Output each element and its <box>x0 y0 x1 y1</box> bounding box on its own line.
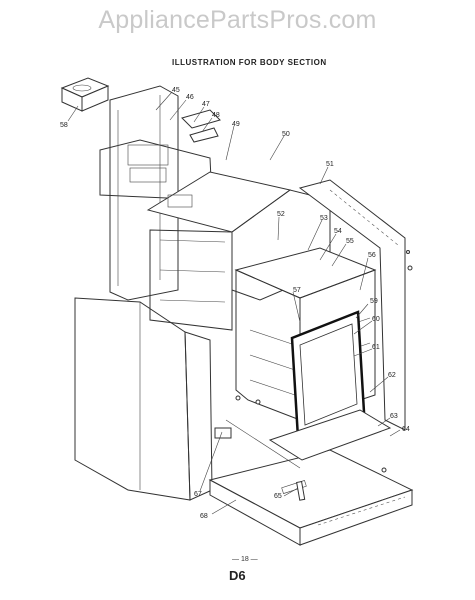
main-cabinet <box>149 189 331 331</box>
watermark: AppliancePartsPros.com <box>98 6 377 34</box>
callout-63: 63 <box>390 413 398 420</box>
page-small-number: — 18 — <box>232 556 258 563</box>
fasteners <box>235 250 413 473</box>
page-number: D6 <box>229 568 246 583</box>
part-58-box <box>60 77 110 112</box>
callout-57: 57 <box>293 287 301 294</box>
callout-48: 48 <box>212 112 220 119</box>
callout-56: 56 <box>368 252 376 259</box>
part-65-cylinder <box>296 481 306 501</box>
left-side-panel <box>74 297 213 501</box>
diagram-title: ILLUSTRATION FOR BODY SECTION <box>172 58 327 67</box>
callout-51: 51 <box>326 161 334 168</box>
bottom-drawer <box>208 449 414 546</box>
callout-61: 61 <box>372 344 380 351</box>
callout-62: 62 <box>388 372 396 379</box>
callout-50: 50 <box>282 131 290 138</box>
callout-55: 55 <box>346 238 354 245</box>
callout-67: 67 <box>194 491 202 498</box>
right-side-panel <box>298 179 406 431</box>
callout-60: 60 <box>372 316 380 323</box>
oven-cavity <box>234 247 377 421</box>
bottom-rail <box>214 409 392 469</box>
callout-54: 54 <box>334 228 342 235</box>
callout-45: 45 <box>172 87 180 94</box>
callout-65: 65 <box>274 493 282 500</box>
callout-68: 68 <box>200 513 208 520</box>
callout-53: 53 <box>320 215 328 222</box>
callout-49: 49 <box>232 121 240 128</box>
callout-52: 52 <box>277 211 285 218</box>
callout-59: 59 <box>370 298 378 305</box>
callout-47: 47 <box>202 101 210 108</box>
callout-labels: 58 45 46 47 48 49 50 51 52 53 54 55 56 5… <box>60 87 410 520</box>
callout-46: 46 <box>186 94 194 101</box>
callout-58: 58 <box>60 122 68 129</box>
callout-64: 64 <box>402 426 410 433</box>
leader-lines <box>67 91 401 515</box>
